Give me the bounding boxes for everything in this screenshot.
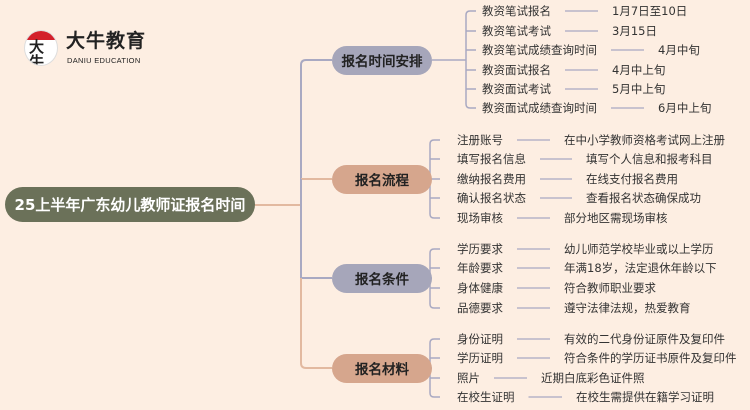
leaf-value: 1月7日至10日 — [612, 4, 688, 18]
leaf-value: 幼儿师范学校毕业或以上学历 — [564, 242, 714, 256]
leaf-label: 缴纳报名费用 — [457, 172, 526, 186]
leaf-value: 在中小学教师资格考试网上注册 — [564, 133, 725, 147]
branch-node: 报名材料 — [332, 353, 432, 383]
leaf-label: 教资笔试报名 — [482, 4, 551, 18]
leaf-label: 教资笔试考试 — [482, 24, 551, 38]
leaf-value: 查看报名状态确保成功 — [586, 191, 701, 205]
leaf-value: 5月中上旬 — [612, 82, 666, 96]
leaf-value: 有效的二代身份证原件及复印件 — [564, 332, 725, 346]
trunk-connector-4 — [300, 278, 332, 369]
logo-glyph: 大牛 — [29, 38, 45, 66]
leaf-label: 照片 — [457, 371, 480, 385]
branch-node: 报名时间安排 — [332, 45, 432, 75]
leaf-label: 教资面试成绩查询时间 — [482, 101, 597, 115]
leaf-label: 身份证明 — [457, 332, 503, 346]
leaf-value: 4月中旬 — [658, 43, 700, 57]
leaf-value: 符合教师职业要求 — [564, 281, 656, 295]
leaf-label: 现场审核 — [457, 211, 503, 225]
leaf-label: 年龄要求 — [457, 261, 503, 275]
leaf-label: 填写报名信息 — [457, 152, 526, 166]
leaf-label: 品德要求 — [457, 301, 503, 315]
leaf-value: 部分地区需现场审核 — [564, 211, 668, 225]
leaf-label: 身体健康 — [457, 281, 503, 295]
logo-name-en: DANIU EDUCATION — [67, 56, 141, 65]
leaf-value: 填写个人信息和报考科目 — [586, 152, 713, 166]
leaf-label: 教资面试考试 — [482, 82, 551, 96]
branch-node: 报名流程 — [332, 164, 432, 194]
logo-name-cn: 大牛教育 — [66, 30, 147, 52]
leaf-label: 注册账号 — [457, 133, 503, 147]
leaf-value: 6月中上旬 — [658, 101, 712, 115]
leaf-value: 近期白底彩色证件照 — [541, 371, 645, 385]
root-node: 25上半年广东幼儿教师证报名时间 — [5, 187, 255, 222]
leaf-value: 在线支付报名费用 — [586, 172, 678, 186]
trunk-connector-1 — [300, 59, 332, 205]
leaf-bracket — [465, 10, 476, 109]
leaf-label: 学历证明 — [457, 351, 503, 365]
leaf-value: 3月15日 — [612, 24, 657, 38]
leaf-value: 符合条件的学历证书原件及复印件 — [564, 351, 737, 365]
leaf-label: 学历要求 — [457, 242, 503, 256]
leaf-value: 遵守法律法规，热爱教育 — [564, 301, 691, 315]
logo: 大牛 大牛教育 DANIU EDUCATION — [24, 28, 154, 70]
branch-node: 报名条件 — [332, 263, 432, 293]
leaf-label: 教资面试报名 — [482, 63, 551, 77]
leaf-value: 年满18岁，法定退休年龄以下 — [564, 261, 717, 275]
logo-mark: 大牛 — [24, 30, 58, 66]
leaf-label: 教资笔试成绩查询时间 — [482, 43, 597, 57]
leaf-value: 4月中上旬 — [612, 63, 666, 77]
leaf-label: 在校生证明 — [457, 390, 515, 404]
leaf-value: 在校生需提供在籍学习证明 — [576, 390, 714, 404]
leaf-label: 确认报名状态 — [457, 191, 526, 205]
